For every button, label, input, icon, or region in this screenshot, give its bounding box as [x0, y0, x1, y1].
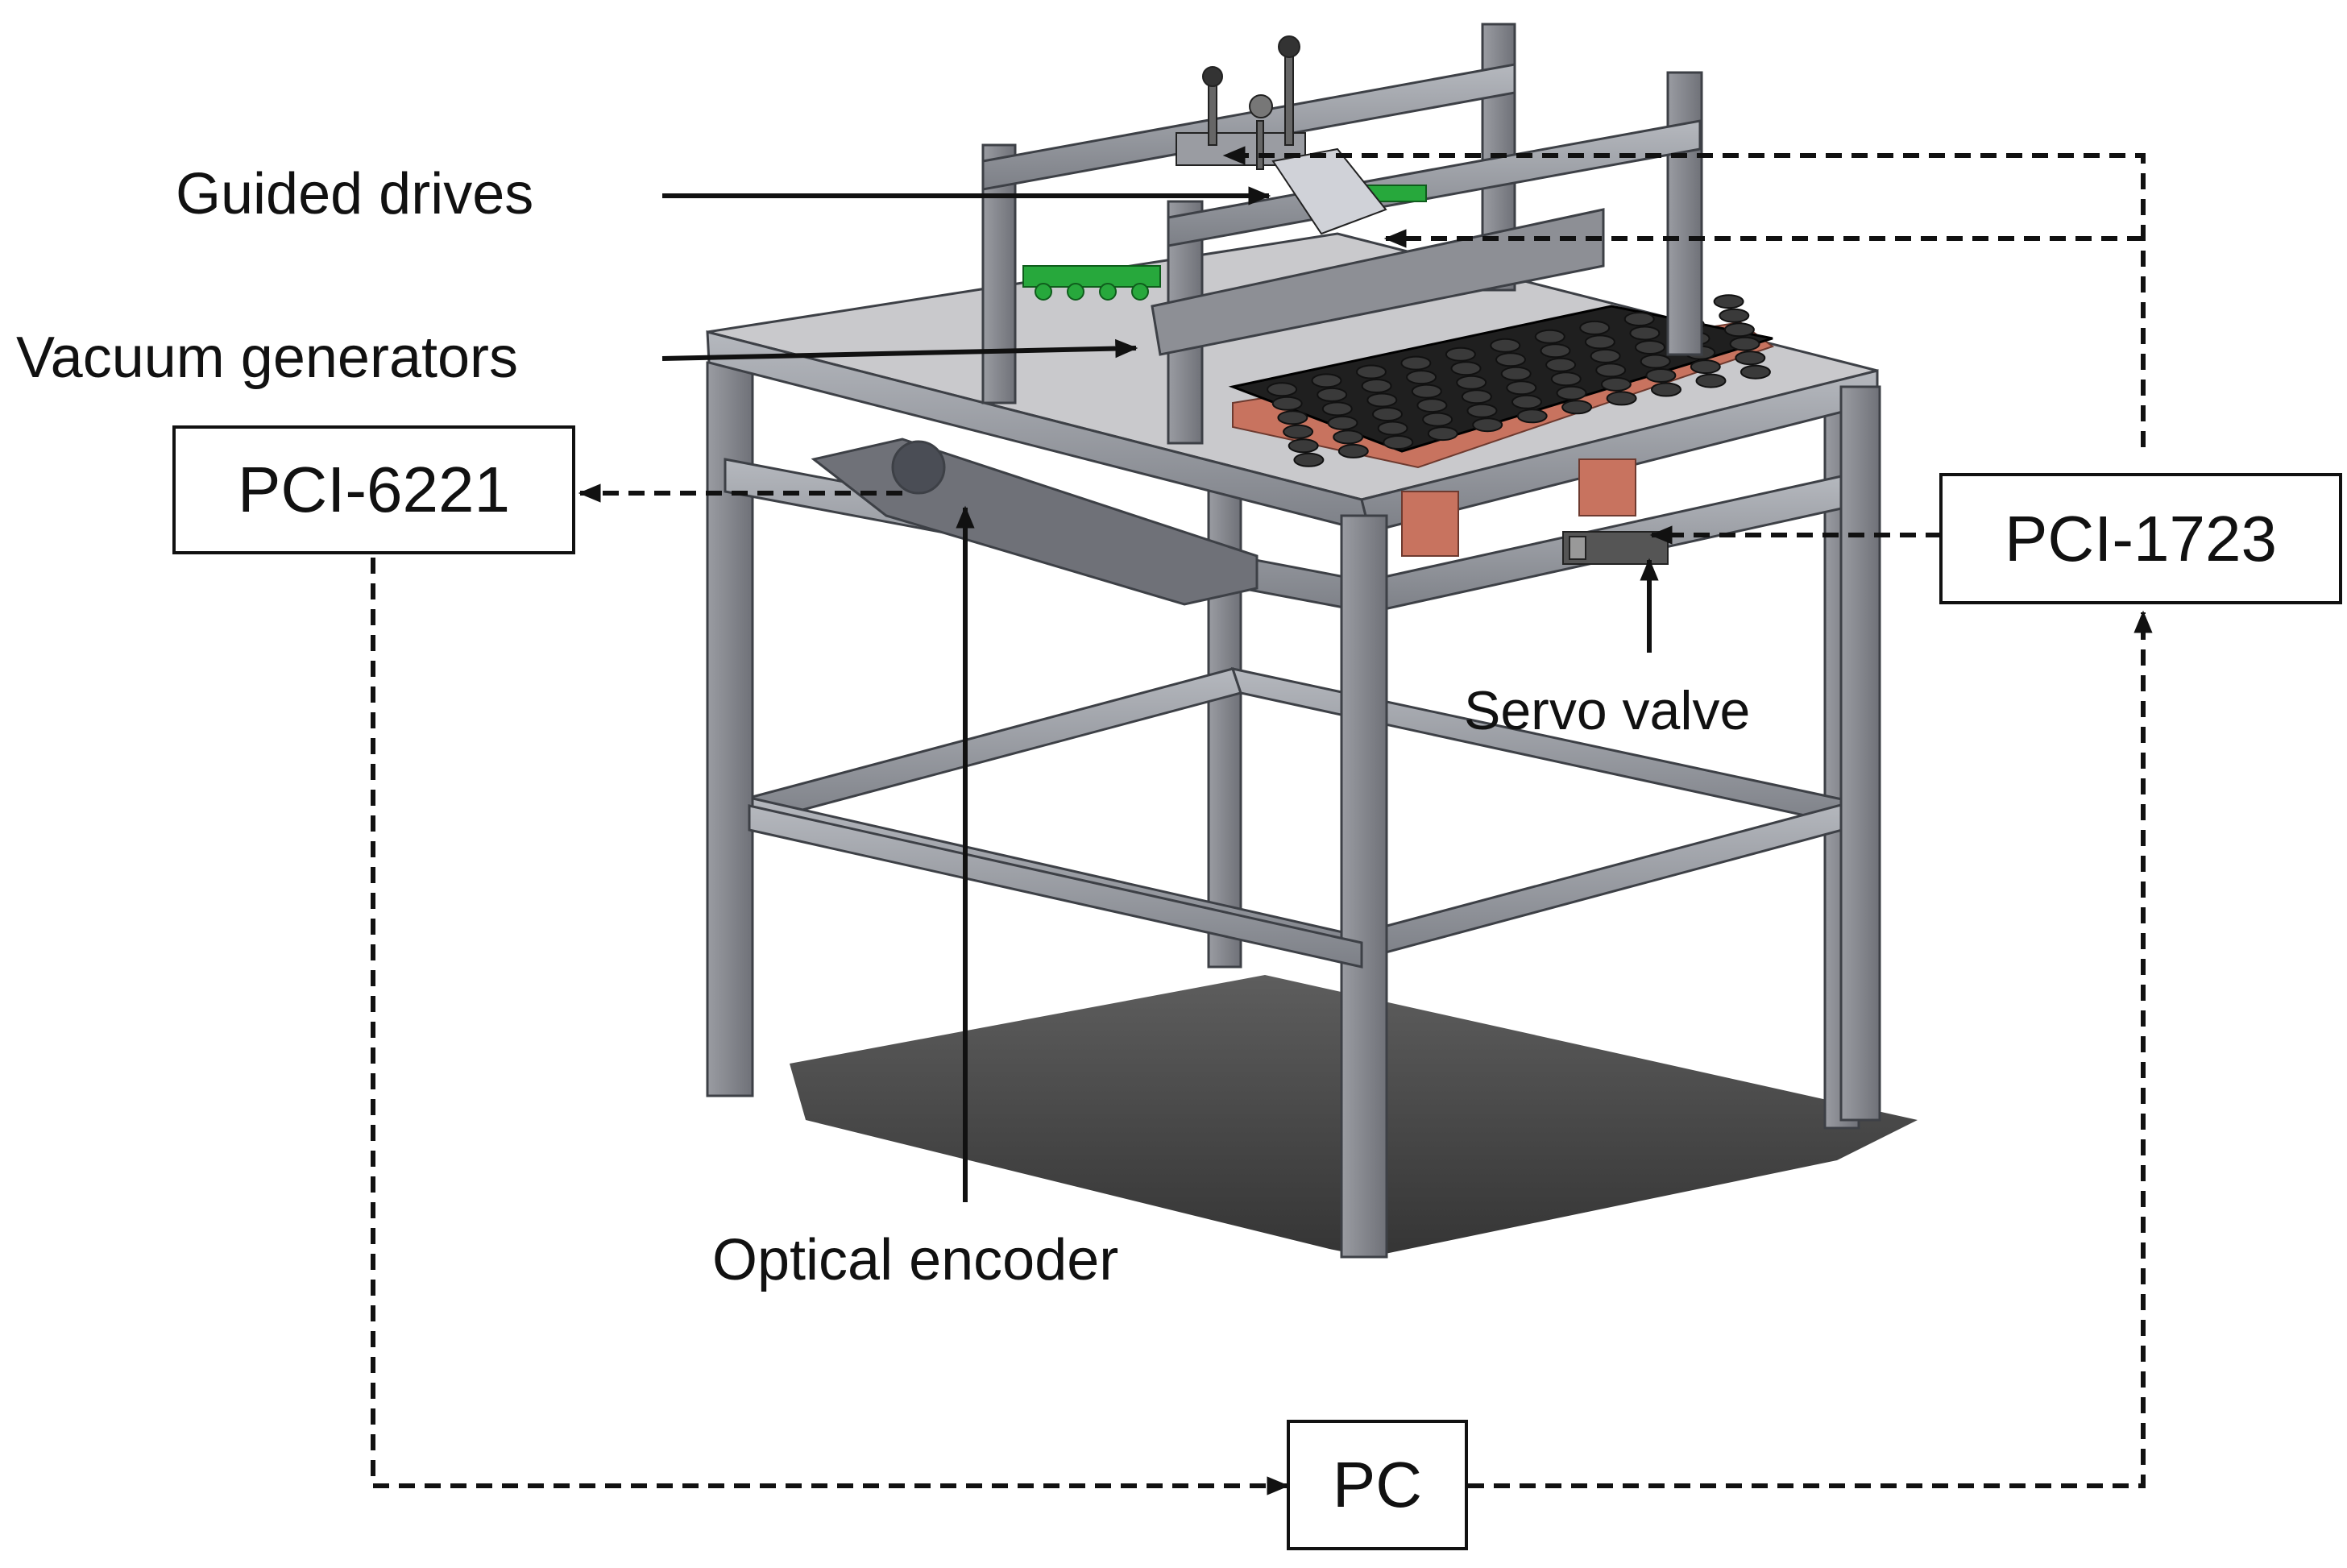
tray-cell	[1561, 400, 1593, 415]
tray-cell	[1422, 412, 1453, 427]
seedling-tray	[1228, 294, 1773, 467]
encoder-rail	[811, 438, 1259, 606]
optical-encoder-label: Optical encoder	[712, 1228, 1119, 1292]
pci6221-box: PCI-6221	[172, 425, 575, 554]
tray-cell	[1729, 336, 1760, 351]
tray-cell	[1490, 338, 1521, 353]
tray-cell	[1579, 320, 1611, 335]
tray-cell	[1600, 376, 1632, 392]
tray-cell	[1635, 340, 1665, 355]
pc-to-pci1723	[1468, 610, 2153, 1488]
tray-cell	[1534, 329, 1565, 344]
tray-cell	[1735, 351, 1766, 366]
tray-cell	[1427, 426, 1458, 442]
tray-cell	[1293, 452, 1325, 467]
tray-cell	[1411, 384, 1442, 399]
tray-cell	[1317, 387, 1348, 402]
pci6221-to-pc	[371, 558, 1290, 1495]
tray-cell	[1695, 373, 1727, 388]
tray-cell	[1590, 348, 1621, 363]
tray-cell	[1466, 403, 1498, 418]
tray-cell	[1690, 359, 1721, 375]
front-lower-rail	[748, 804, 1363, 969]
tray-cell	[1556, 385, 1587, 400]
tray-cell	[1277, 410, 1308, 425]
tray-cell	[1595, 363, 1627, 378]
tray-cell	[1472, 417, 1503, 433]
tray-cell	[1321, 401, 1353, 417]
tray-cell	[1267, 382, 1298, 397]
front-right-leg	[1340, 385, 1881, 1259]
guided-drives-label: Guided drives	[176, 162, 534, 226]
tray-cell	[1713, 294, 1744, 309]
tray-cell	[1495, 352, 1526, 367]
tray-cell	[1506, 380, 1537, 396]
tray-cell	[1288, 438, 1319, 454]
vacuum-generators-arrow	[661, 338, 1138, 361]
tray-cell	[1400, 355, 1432, 371]
tray-cell	[1645, 368, 1677, 383]
tray-cell	[1333, 429, 1364, 445]
leader-arrows	[661, 186, 1659, 1202]
tray-cell	[1337, 443, 1369, 458]
tray-cell	[1383, 435, 1414, 450]
tray-cell	[1361, 379, 1392, 393]
tray-cell	[1511, 394, 1542, 409]
tray-cell	[1545, 357, 1577, 372]
pci1723-to-drive-top	[1222, 146, 2146, 447]
tray-cell	[1461, 389, 1492, 404]
tray-cell	[1372, 407, 1403, 421]
tray-cell	[1311, 373, 1342, 388]
tray-cell	[1366, 392, 1398, 408]
tray-cell	[1416, 398, 1448, 413]
tray-cell	[1406, 370, 1437, 385]
tray-cell	[1456, 375, 1487, 390]
tray-cell	[1271, 396, 1303, 411]
tray-cell	[1283, 424, 1314, 439]
pc-box: PC	[1287, 1420, 1468, 1550]
pci1723-box: PCI-1723	[1939, 473, 2342, 604]
tray-cell	[1450, 361, 1482, 376]
tray-cell	[1540, 343, 1571, 359]
servo-valve-label: Servo valve	[1464, 680, 1751, 741]
tray-cell	[1723, 322, 1755, 338]
tray-cell	[1445, 346, 1476, 362]
tray-cell	[1623, 312, 1655, 326]
tray-cell	[1327, 415, 1358, 430]
tray-cell	[1550, 371, 1582, 387]
tray-cell	[1629, 326, 1661, 341]
tray-cell	[1640, 354, 1671, 369]
signal-lines	[371, 146, 2153, 1495]
tray-cell	[1719, 308, 1750, 323]
tray-cell	[1356, 364, 1387, 380]
tray-cell	[1584, 334, 1615, 350]
vacuum-generators-label: Vacuum generators	[16, 326, 519, 390]
tray-cell	[1377, 421, 1408, 436]
tray-cell	[1651, 382, 1681, 397]
tray-cell	[1740, 364, 1771, 380]
tray-cell	[1500, 366, 1532, 381]
tray-cell	[1606, 391, 1637, 406]
gantry-beams	[981, 63, 1702, 356]
tray-cell	[1516, 409, 1548, 424]
